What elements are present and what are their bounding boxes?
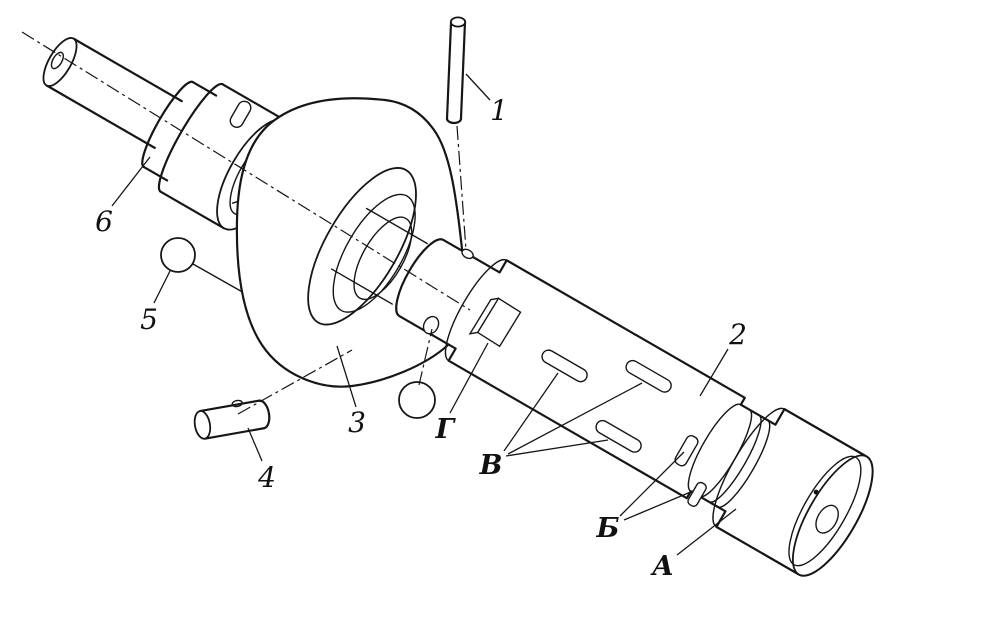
leader-v-2 [507, 382, 643, 455]
collar-top-slot [229, 100, 252, 128]
label-v: В [479, 450, 503, 481]
housing-bore [307, 167, 428, 326]
neck-groove-3 [716, 419, 771, 508]
label-2: 2 [728, 318, 747, 351]
groove-slot-upper [674, 434, 699, 467]
pin1-seat-notch [461, 248, 474, 260]
ball-center [398, 381, 436, 419]
pin4-top-line [198, 399, 261, 413]
collar-step-face [157, 82, 224, 193]
slot-v-1 [541, 349, 588, 383]
neck-left-face [687, 403, 742, 493]
neck-groove-2 [708, 414, 762, 503]
leader-v-1 [503, 372, 559, 452]
leader-5 [153, 270, 171, 304]
window-g-depth [468, 297, 500, 335]
slot-v-2 [625, 359, 672, 393]
slot-v-3 [595, 419, 642, 453]
end-cap-dot [813, 489, 819, 495]
labels: 1 2 3 4 5 6 Г В Б А [95, 94, 747, 582]
leader-lines [111, 73, 737, 556]
collar-left-face [141, 80, 194, 169]
leader-2 [699, 348, 729, 397]
shaft-bottom-line [45, 84, 156, 149]
label-b: Б [595, 513, 619, 544]
label-6: 6 [95, 205, 113, 238]
end-cap-rim [788, 455, 862, 567]
ball-axis-line [418, 328, 433, 386]
pin1-axis-line [456, 125, 467, 251]
housing-3 [235, 97, 466, 388]
pin4-right-face [257, 399, 271, 430]
shaft-end-hole [50, 51, 65, 70]
neck-groove-1 [698, 408, 753, 498]
pin1-top-face [449, 16, 467, 28]
leader-3 [336, 345, 357, 408]
ball-seat-hole [422, 315, 440, 335]
bore-outer-ellipse [307, 167, 417, 326]
bore-inner-ellipse [353, 216, 413, 301]
label-1: 1 [490, 94, 508, 127]
leader-g [449, 342, 489, 414]
collar-section2-top [221, 83, 287, 122]
cylinder-step-face [444, 259, 508, 362]
bore-mid-ellipse [332, 193, 416, 313]
shaft-top-line [72, 37, 183, 103]
pin-4 [193, 399, 271, 440]
label-g: Г [435, 414, 457, 445]
collar-section2-bottom [159, 190, 225, 230]
pin4-left-face [193, 410, 212, 440]
leader-1 [465, 73, 491, 101]
end-cap-hole [815, 504, 839, 534]
pin1-right-line [459, 20, 467, 120]
leader-a [676, 508, 737, 556]
label-3: 3 [348, 406, 366, 439]
leader-6 [111, 156, 151, 207]
label-a: А [650, 551, 674, 582]
shaft-end-face [42, 37, 78, 87]
leader-b-2 [623, 490, 694, 521]
bore-inner-line-bottom [330, 268, 393, 305]
groove-slot-lower [687, 481, 707, 507]
pin4-notch [231, 399, 243, 408]
collar-section1-top [191, 80, 218, 97]
pin4-bottom-line [203, 427, 266, 440]
pin-1 [445, 16, 467, 125]
bore-inner-line-top [365, 207, 428, 245]
collar-section1-bottom [142, 165, 169, 182]
center-lines [21, 31, 471, 386]
pin4-axis-line [237, 349, 353, 415]
pin1-bottom-face [445, 116, 463, 125]
pin1-left-line [445, 21, 453, 121]
leader-4 [247, 427, 263, 462]
leader-v-3 [505, 439, 609, 457]
label-5: 5 [140, 303, 158, 336]
label-4: 4 [257, 461, 276, 494]
ball-5-assembly-line [192, 263, 247, 295]
cylinder-2 [395, 238, 874, 577]
leader-b-1 [619, 451, 685, 517]
ball-5 [160, 237, 196, 273]
window-g [476, 297, 522, 348]
main-axis-line [21, 31, 471, 311]
